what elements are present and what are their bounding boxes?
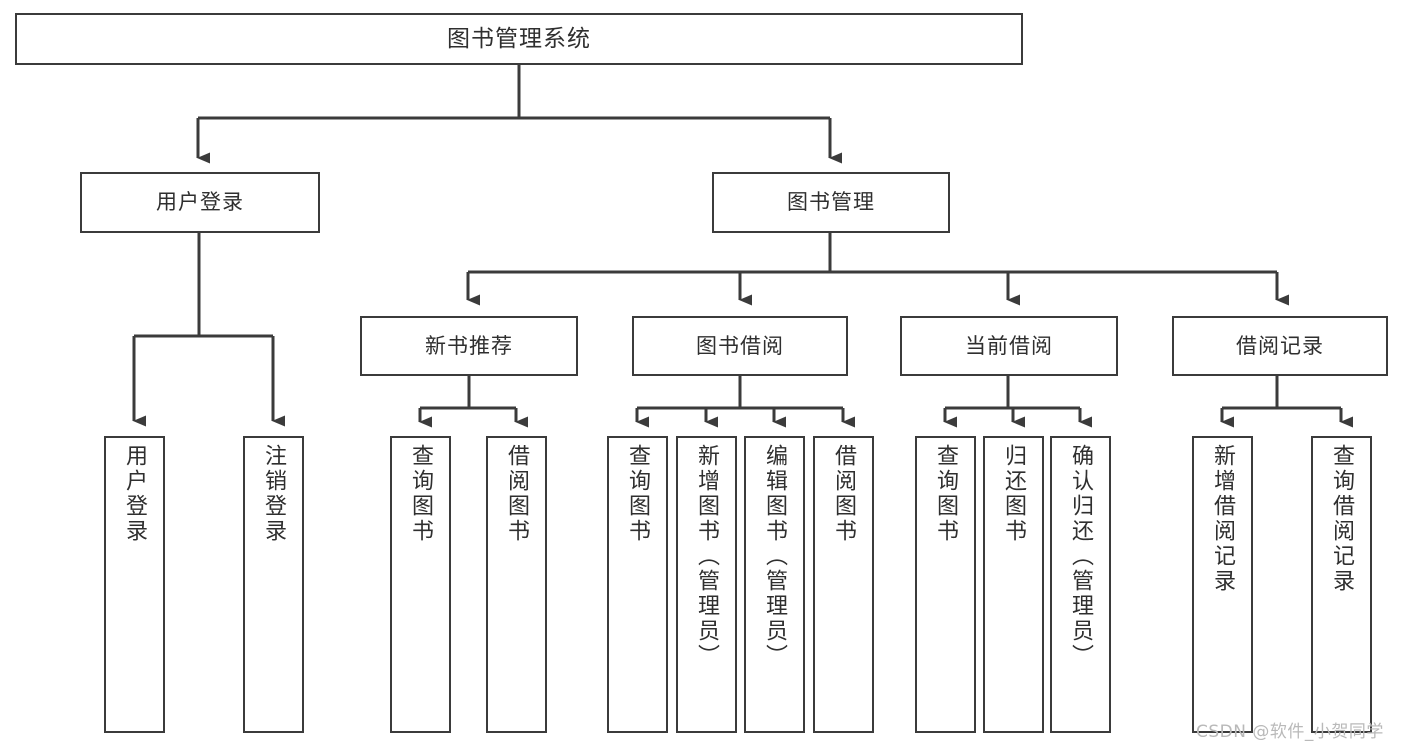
leaf-current-borrow-query-books[interactable]: 查询图书 (915, 436, 976, 733)
node-label: 注销登录 (261, 444, 287, 544)
node-label: 当前借阅 (965, 333, 1053, 358)
node-borrowing-records[interactable]: 借阅记录 (1172, 316, 1388, 376)
leaf-borrow-records-query-record[interactable]: 查询借阅记录 (1311, 436, 1372, 733)
node-label: 查询图书 (625, 444, 651, 544)
leaf-book-borrow-edit-book-admin[interactable]: 编辑图书（管理员） (744, 436, 805, 733)
node-label: 归还图书 (1001, 444, 1027, 544)
leaf-new-book-borrow-books[interactable]: 借阅图书 (486, 436, 547, 733)
node-current-borrowing[interactable]: 当前借阅 (900, 316, 1118, 376)
node-label: 新增图书（管理员） (694, 444, 720, 669)
node-label: 查询借阅记录 (1329, 444, 1355, 594)
node-label: 确认归还（管理员） (1068, 444, 1094, 669)
node-label: 借阅图书 (504, 444, 530, 544)
node-label: 图书借阅 (696, 333, 784, 358)
node-label: 图书管理系统 (447, 25, 591, 52)
node-label: 用户登录 (122, 444, 148, 544)
node-user-login[interactable]: 用户登录 (80, 172, 320, 233)
node-book-management-system[interactable]: 图书管理系统 (15, 13, 1023, 65)
node-label: 查询图书 (933, 444, 959, 544)
node-label: 借阅记录 (1236, 333, 1324, 358)
node-label: 查询图书 (408, 444, 434, 544)
leaf-borrow-records-add-record[interactable]: 新增借阅记录 (1192, 436, 1253, 733)
node-label: 用户登录 (156, 190, 244, 215)
leaf-new-book-query-books[interactable]: 查询图书 (390, 436, 451, 733)
leaf-user-login-sign-out[interactable]: 注销登录 (243, 436, 304, 733)
node-label: 编辑图书（管理员） (762, 444, 788, 669)
node-new-book-recommendation[interactable]: 新书推荐 (360, 316, 578, 376)
node-book-borrowing[interactable]: 图书借阅 (632, 316, 848, 376)
leaf-user-login-sign-in[interactable]: 用户登录 (104, 436, 165, 733)
leaf-current-borrow-return-books[interactable]: 归还图书 (983, 436, 1044, 733)
leaf-book-borrow-borrow-books[interactable]: 借阅图书 (813, 436, 874, 733)
leaf-book-borrow-add-book-admin[interactable]: 新增图书（管理员） (676, 436, 737, 733)
node-label: 新书推荐 (425, 333, 513, 358)
node-label: 图书管理 (787, 190, 875, 215)
node-label: 新增借阅记录 (1210, 444, 1236, 594)
leaf-current-borrow-confirm-return-admin[interactable]: 确认归还（管理员） (1050, 436, 1111, 733)
node-book-management[interactable]: 图书管理 (712, 172, 950, 233)
leaf-book-borrow-query-books[interactable]: 查询图书 (607, 436, 668, 733)
node-label: 借阅图书 (831, 444, 857, 544)
